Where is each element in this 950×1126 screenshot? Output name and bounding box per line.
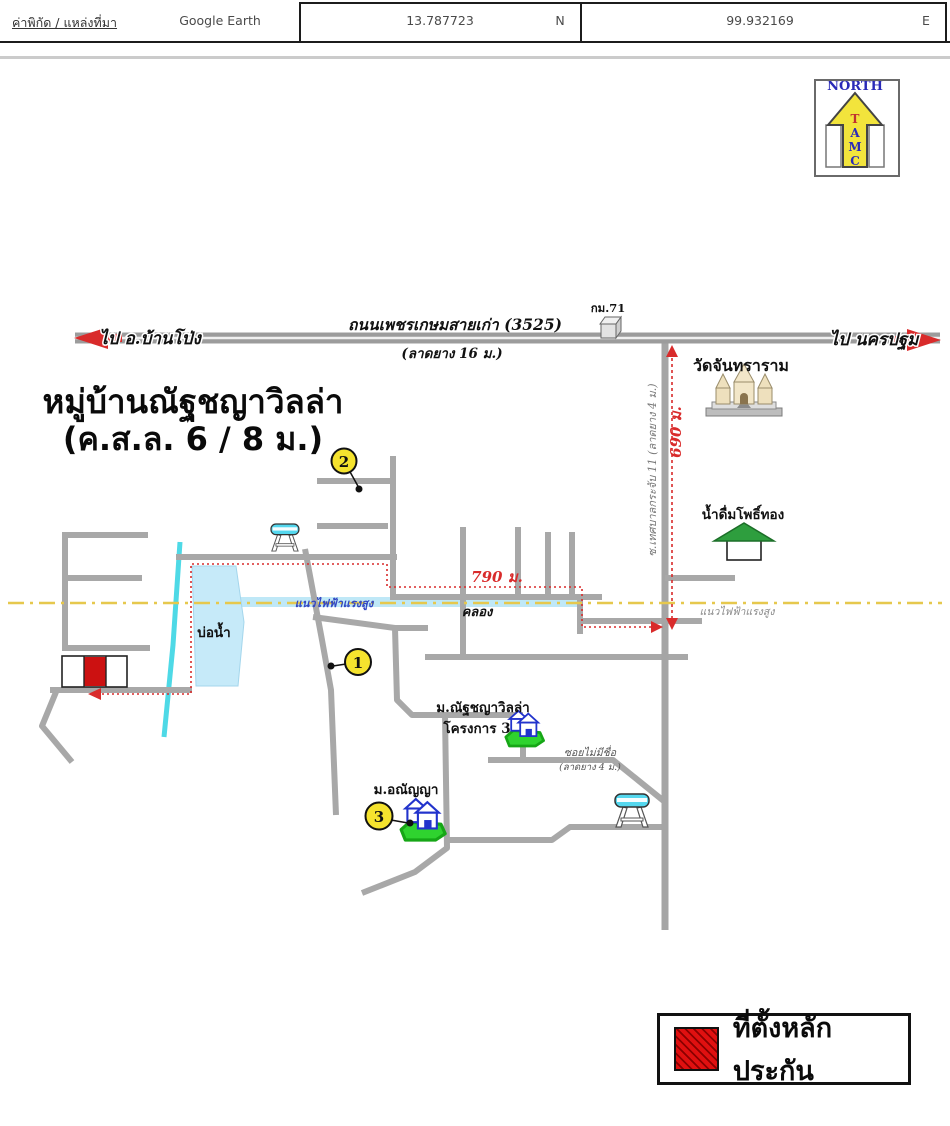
logo-letter-m: M <box>848 140 861 154</box>
map-title-line2: (ค.ส.ล. 6 / 8 ม.) <box>62 419 324 458</box>
km-marker-icon <box>599 315 622 340</box>
marker-2-label: 2 <box>339 453 349 471</box>
d790-label: 790 ม. <box>471 568 523 586</box>
legend-box: ที่ตั้งหลักประกัน <box>657 1013 911 1087</box>
west-arrow-icon <box>74 327 122 349</box>
map-title-line1: หมู่บ้านณัฐชญาวิลล่า <box>42 382 344 421</box>
pond <box>191 565 245 687</box>
main-road-surface-label: (ลาดยาง 16 ม.) <box>401 346 502 362</box>
header-gray-rule <box>0 56 950 59</box>
unnamed-soi-label: ซอยไม่มีชื่อ <box>564 745 617 759</box>
north-compass-logo: NORTH T A M C <box>814 79 900 177</box>
village3-label-1: ม.ณัฐชญาวิลล่า <box>436 700 530 717</box>
header-top-border <box>299 2 947 4</box>
header-divider-1 <box>299 2 301 43</box>
route-arrow-icon <box>88 688 101 700</box>
water-shop-icon <box>711 522 777 561</box>
logo-letter-a: A <box>849 126 860 140</box>
logo-letter-c: C <box>850 154 860 168</box>
collateral-building-icon <box>61 655 128 688</box>
village3-icon <box>504 709 545 748</box>
water-tower-icon-2 <box>614 793 650 828</box>
north-arrow-icon <box>825 91 885 168</box>
latitude-value: 13.787723 <box>406 13 474 28</box>
minor-roads <box>39 456 702 896</box>
village-a-label: ม.อณัญญา <box>374 782 439 798</box>
water-tower-icon <box>270 523 300 552</box>
north-arrow-graphic: NORTH T A M C <box>825 79 885 168</box>
source-value: Google Earth <box>179 13 261 28</box>
header-divider-3 <box>945 2 947 43</box>
longitude-dir: E <box>922 13 930 28</box>
to-banpong-label: ไป อ.บ้านโป่ง <box>99 328 202 349</box>
marker-3: 3 <box>364 801 414 831</box>
legend-label: ที่ตั้งหลักประกัน <box>732 1013 833 1087</box>
marker-3-label: 3 <box>374 808 384 826</box>
red-route <box>97 352 673 695</box>
main-road-name-label: ถนนเพชรเกษมสายเก่า (3525) <box>348 315 562 334</box>
pond-label: บ่อน้ำ <box>197 622 231 641</box>
marker-2: 2 <box>330 447 363 493</box>
water-shop-label: น้ำดื่มโพธิ์ทอง <box>702 504 784 523</box>
d690-up-arrow-icon <box>666 345 678 357</box>
stream-line <box>161 541 183 738</box>
soi-name-label: ซ.เทศบาลกระจับ 11 (ลาดยาง 4 ม.) <box>646 383 659 556</box>
d690-down-arrow-icon <box>666 618 678 630</box>
logo-left-box <box>825 124 842 168</box>
logo-right-box <box>868 124 885 168</box>
marker-1: 1 <box>327 648 372 676</box>
km-marker-label: กม.71 <box>591 301 626 315</box>
latitude-dir: N <box>555 13 565 28</box>
marker-1-label: 1 <box>353 654 363 672</box>
powerline-label-right: แนวไฟฟ้าแรงสูง <box>700 605 776 618</box>
route-end-arrow-icon <box>651 621 663 633</box>
logo-letter-t: T <box>851 112 860 126</box>
canal-label: คลอง <box>462 605 494 620</box>
logo-north-text: NORTH <box>827 81 883 94</box>
powerline-label-left: แนวไฟฟ้าแรงสูง <box>295 596 375 611</box>
east-arrow-icon <box>893 329 941 351</box>
unnamed-soi-surface-label: (ลาดยาง 4 ม.) <box>559 762 621 773</box>
village3-label-2: โครงการ 3 <box>442 719 510 737</box>
header-bottom-border <box>0 41 950 43</box>
coords-source-label: ค่าพิกัด / แหล่งที่มา <box>12 15 118 30</box>
village-a-icon <box>399 797 447 842</box>
d690-label: 690 ม. <box>667 406 685 458</box>
temple-label: วัดจันทราราม <box>693 356 789 375</box>
temple-icon <box>705 362 783 417</box>
to-nakhonpathom-label: ไป นครปฐม <box>830 329 921 351</box>
header-divider-2 <box>580 2 582 43</box>
collateral-swatch-icon <box>674 1027 719 1071</box>
map-title: หมู่บ้านณัฐชญาวิลล่า (ค.ส.ล. 6 / 8 ม.) <box>28 383 358 458</box>
longitude-value: 99.932169 <box>726 13 794 28</box>
